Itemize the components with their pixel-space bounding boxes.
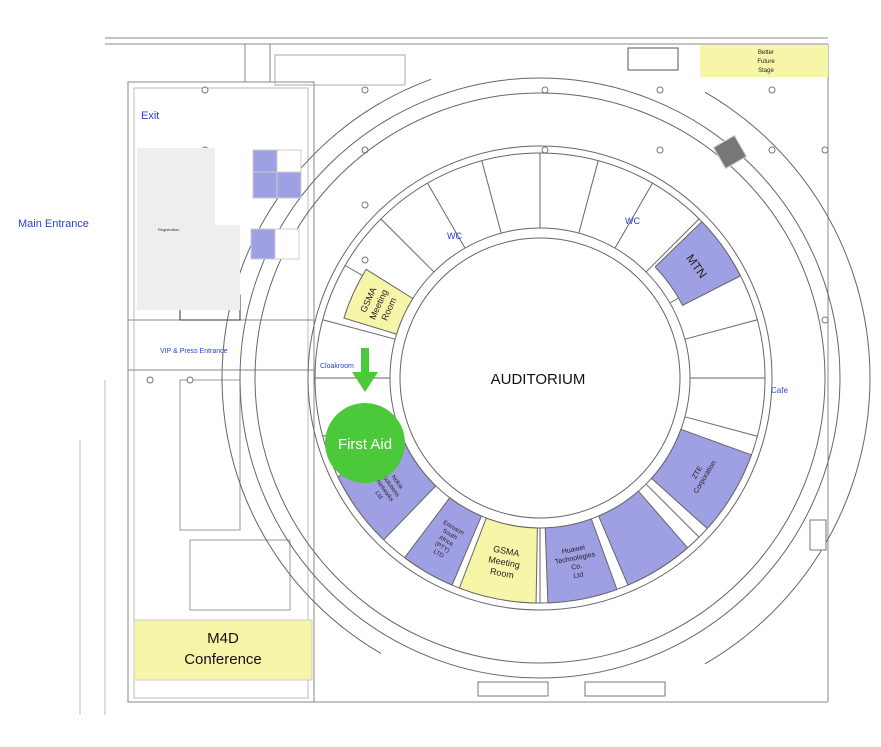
cafe-label: Cafe (771, 386, 788, 395)
outer-arc-wall (221, 78, 432, 654)
cloakroom-label: Cloakroom (320, 363, 354, 370)
column (768, 86, 776, 94)
registration-area-ext (215, 225, 240, 310)
stage-label-line1: Better (758, 50, 774, 56)
arrow-down-icon (352, 372, 378, 392)
m4d-label-line2: Conference (184, 651, 262, 668)
room-mtn[interactable]: MTN (654, 220, 742, 307)
partition-wall (380, 218, 435, 273)
room-label-line: GSMA (492, 544, 520, 559)
column (656, 86, 664, 94)
column (821, 316, 829, 324)
registration-area (137, 148, 215, 310)
outer-arc-wall (704, 91, 871, 665)
column (656, 146, 664, 154)
registration-booths (250, 134, 827, 551)
arrow-shaft (361, 348, 369, 374)
main-entrance-label: Main Entrance (18, 218, 89, 230)
first-aid-marker[interactable]: First Aid (325, 348, 405, 483)
partition-wall (645, 218, 700, 273)
room-shape (403, 497, 482, 586)
wc-label-right: WC (625, 216, 640, 226)
room-shape (343, 268, 414, 335)
m4d-conference-room (133, 619, 313, 681)
exit-label: Exit (141, 110, 159, 122)
column (541, 146, 549, 154)
ring-wall (307, 145, 773, 611)
columns (146, 86, 829, 384)
room-label-line: Ltd (573, 571, 584, 580)
room-shape (654, 220, 742, 307)
ring-wall (399, 237, 681, 519)
column (361, 256, 369, 264)
room-shape (458, 517, 538, 604)
partition-wall (645, 483, 700, 538)
room-label-line: LTD (432, 549, 445, 560)
partition-wall (322, 319, 396, 340)
column (361, 86, 369, 94)
column (146, 376, 154, 384)
room-shape (650, 428, 753, 530)
room-exhibitor[interactable] (597, 490, 689, 586)
partition-wall (427, 182, 466, 249)
column (768, 146, 776, 154)
partition-wall (614, 182, 653, 249)
registration-label: Registration (158, 227, 179, 232)
column (186, 376, 194, 384)
ring-wall (254, 92, 826, 664)
column (361, 146, 369, 154)
partition-wall (481, 160, 502, 234)
column (201, 86, 209, 94)
ring-wall (239, 77, 841, 679)
auditorium-label: AUDITORIUM (491, 371, 586, 388)
room-label-line: Ltd (373, 490, 383, 500)
stage-label-line2: Future (757, 59, 775, 65)
room-shape (544, 518, 618, 604)
stage-label-line3: Stage (758, 68, 774, 74)
m4d-label-line1: M4D (207, 630, 239, 647)
column (361, 201, 369, 209)
building-walls (79, 37, 829, 715)
first-aid-label: First Aid (338, 436, 392, 453)
partition-wall (684, 416, 758, 437)
column (541, 86, 549, 94)
column (821, 146, 829, 154)
room-label-line: Room (489, 566, 514, 580)
partition-wall (684, 319, 758, 340)
room-shape (597, 490, 689, 586)
better-future-stage (700, 45, 828, 77)
partition-wall (578, 160, 599, 234)
first-aid-circle (325, 403, 405, 483)
wc-label-left: WC (447, 231, 462, 241)
room-label-line: Co. (571, 563, 583, 572)
vip-press-entrance-label: VIP & Press Entrance (160, 348, 228, 355)
room-label-line: Huawei (561, 544, 586, 555)
